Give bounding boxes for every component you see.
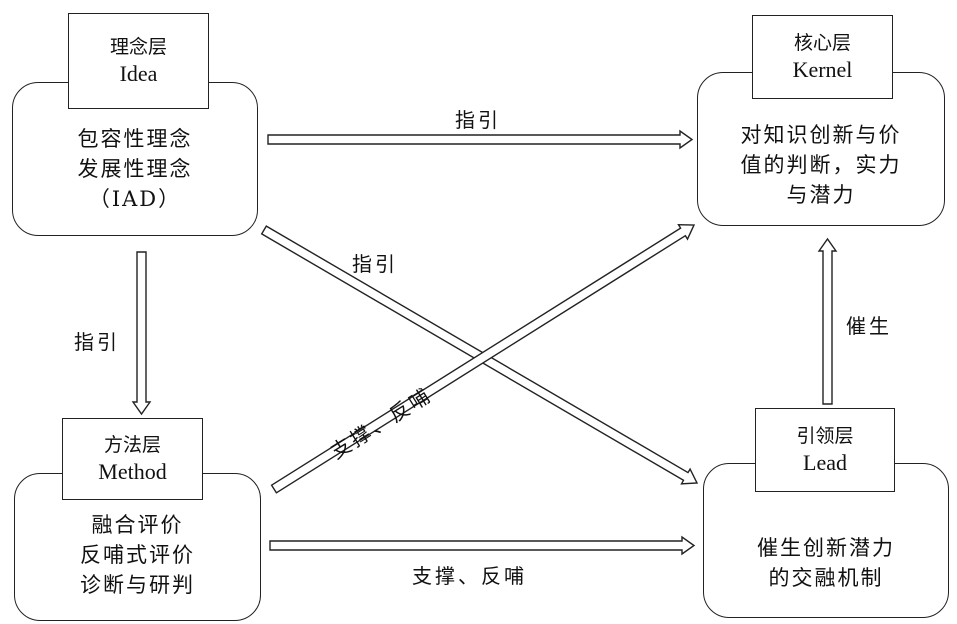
kernel-title-tab: 核心层 Kernel: [752, 15, 893, 99]
idea-title-zh: 理念层: [109, 36, 167, 58]
method-title-zh: 方法层: [103, 434, 161, 456]
kernel-line-1: 对知识创新与价: [740, 123, 902, 147]
kernel-title-en: Kernel: [792, 57, 853, 82]
method-line-2: 反哺式评价: [80, 543, 195, 567]
lead-title-tab: 引领层 Lead: [755, 408, 895, 492]
arrow-lead-to-kernel: [817, 237, 838, 405]
lead-line-1: 催生创新潜力: [757, 536, 895, 560]
label-idea-to-lead: 指引: [352, 252, 398, 276]
kernel-line-2: 值的判断，实力: [740, 153, 902, 177]
idea-line-3: （IAD）: [88, 187, 182, 211]
method-line-3: 诊断与研判: [80, 573, 195, 597]
label-lead-to-kernel: 催生: [846, 314, 892, 338]
method-title-en: Method: [98, 459, 167, 484]
label-idea-to-kernel: 指引: [455, 108, 501, 132]
lead-title-zh: 引领层: [796, 425, 854, 447]
idea-title-en: Idea: [119, 61, 158, 86]
lead-title-en: Lead: [803, 450, 847, 475]
kernel-body: 对知识创新与价 值的判断，实力 与潜力: [697, 120, 945, 210]
lead-line-2: 的交融机制: [768, 566, 884, 590]
arrow-idea-to-kernel: [267, 129, 694, 150]
kernel-title-zh: 核心层: [793, 32, 851, 54]
method-title-tab: 方法层 Method: [62, 418, 203, 500]
idea-line-1: 包容性理念: [77, 127, 193, 151]
arrow-method-to-kernel: [270, 223, 696, 494]
idea-line-2: 发展性理念: [77, 157, 193, 181]
arrow-idea-to-method: [131, 251, 152, 416]
method-body: 融合评价 反哺式评价 诊断与研判: [14, 510, 261, 600]
method-line-1: 融合评价: [91, 513, 184, 537]
idea-title-tab: 理念层 Idea: [68, 13, 209, 109]
lead-body: 催生创新潜力 的交融机制: [703, 533, 949, 593]
arrow-method-to-lead: [269, 535, 696, 556]
kernel-line-3: 与潜力: [786, 183, 856, 207]
idea-body: 包容性理念 发展性理念 （IAD）: [12, 124, 258, 214]
label-method-to-lead: 支撑、反哺: [412, 564, 527, 588]
label-idea-to-method: 指引: [74, 330, 120, 354]
